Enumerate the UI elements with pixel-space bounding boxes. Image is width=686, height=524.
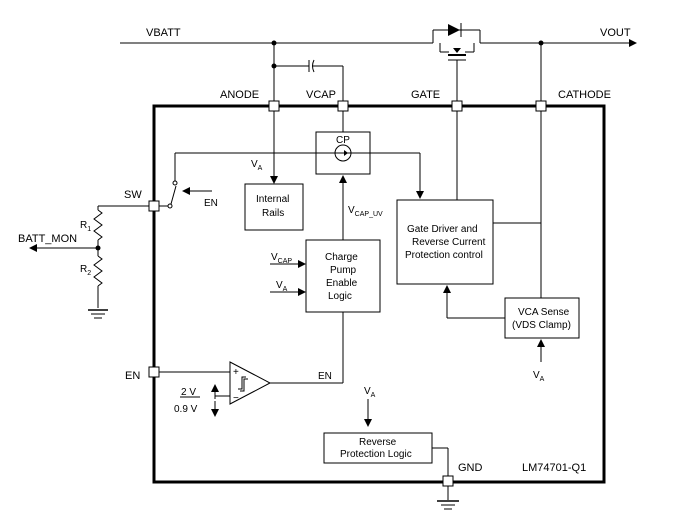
- power-path: [120, 39, 637, 47]
- vcap-capacitor: [271, 43, 344, 104]
- cathode-label: CATHODE: [558, 89, 611, 101]
- charge-pump-line-1: Charge: [325, 252, 358, 263]
- charge-pump-logic-block: [305, 239, 381, 313]
- comp-plus: +: [233, 367, 239, 378]
- en-comp-out-label: EN: [318, 371, 332, 382]
- vcap-uv-label: VCAP_UV: [348, 205, 383, 218]
- en-switch-label: EN: [204, 198, 218, 209]
- en-pin: [148, 366, 160, 378]
- vbatt-label: VBATT: [146, 27, 181, 39]
- gate-pin: [451, 100, 463, 112]
- anode-pin: [268, 100, 280, 112]
- threshold-low: 0.9 V: [174, 404, 198, 415]
- gnd-pin: [442, 475, 454, 487]
- internal-rails-line-1: Internal: [256, 194, 289, 205]
- charge-pump-line-4: Logic: [328, 291, 352, 302]
- vcap-input-label: VCAP: [271, 252, 292, 265]
- charge-pump-line-3: Enable: [326, 278, 358, 289]
- gate-label: GATE: [411, 89, 440, 101]
- vca-sense-line-2: (VDS Clamp): [512, 320, 571, 331]
- gate-driver-line-1: Gate Driver and: [407, 224, 478, 235]
- va-rails-label: VA: [251, 159, 263, 172]
- mosfet-symbol: [432, 23, 481, 106]
- reverse-prot-line-1: Reverse: [359, 437, 397, 448]
- va-cp-label: VA: [276, 280, 288, 293]
- gate-driver-line-3: Protection control: [405, 250, 483, 261]
- reverse-protection-block: [323, 432, 433, 464]
- en-comparator: [159, 312, 344, 405]
- resistor-divider: [29, 205, 149, 319]
- gate-driver-block: [396, 199, 494, 285]
- vca-sense-block: [504, 297, 580, 339]
- anode-label: ANODE: [220, 89, 259, 101]
- comp-minus: −: [233, 393, 239, 404]
- en-pin-label: EN: [125, 370, 140, 382]
- ic-boundary: [152, 104, 606, 484]
- reverse-prot-line-2: Protection Logic: [340, 449, 412, 460]
- gate-driver-line-2: Reverse Current: [412, 237, 486, 248]
- charge-pump-line-2: Pump: [330, 265, 357, 276]
- vout-label: VOUT: [600, 27, 631, 39]
- r1-label: R1: [80, 220, 91, 233]
- gnd-symbol: [437, 486, 459, 510]
- internal-rails-line-2: Rails: [262, 208, 284, 219]
- va-vca-label: VA: [533, 370, 545, 383]
- r2-label: R2: [80, 264, 91, 277]
- vcap-pin: [337, 100, 349, 112]
- part-number: LM74701-Q1: [522, 462, 586, 474]
- gnd-label: GND: [458, 462, 483, 474]
- sw-label: SW: [124, 189, 142, 201]
- internal-rails-block: [244, 183, 304, 231]
- sw-pin: [148, 200, 160, 212]
- vca-sense-line-1: VCA Sense: [518, 307, 570, 318]
- sw-switch: [159, 152, 424, 209]
- cathode-pin: [535, 100, 547, 112]
- batt-mon-label: BATT_MON: [18, 233, 77, 245]
- vcap-pin-label: VCAP: [306, 89, 336, 101]
- va-reverse-label: VA: [364, 386, 376, 399]
- threshold-high: 2 V: [181, 387, 196, 398]
- cp-label: CP: [336, 135, 350, 146]
